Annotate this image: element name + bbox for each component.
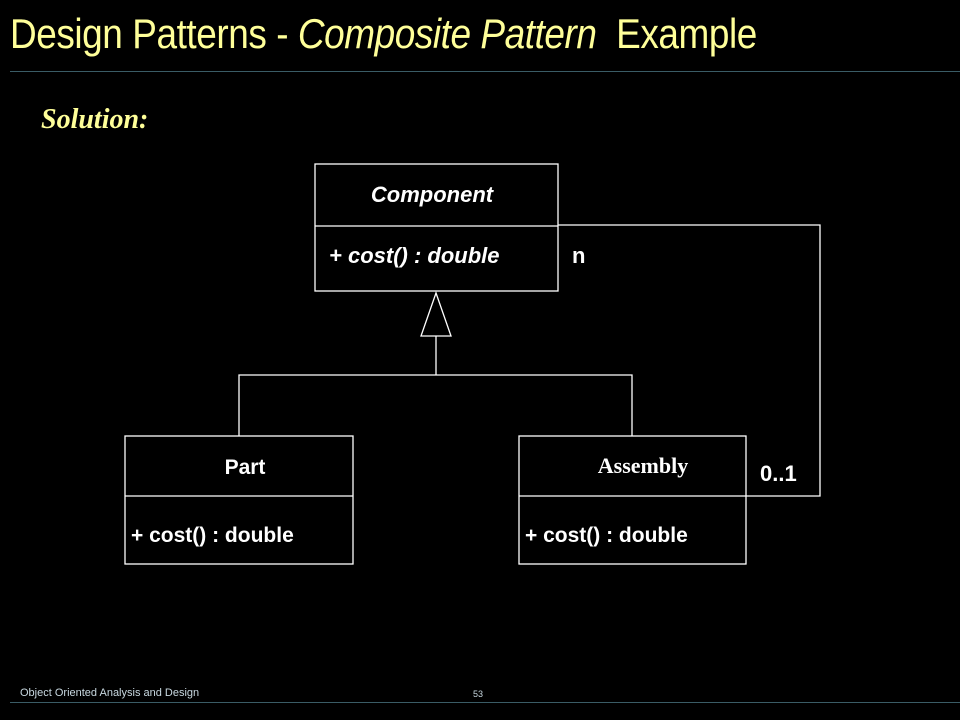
- part-class-name: Part: [225, 456, 266, 479]
- multiplicity-n: n: [572, 243, 585, 268]
- inheritance-branch: [238, 374, 633, 436]
- aggregation-line: [558, 224, 821, 497]
- component-method: + cost() : double: [329, 243, 500, 268]
- assembly-method: + cost() : double: [525, 524, 688, 547]
- part-method: + cost() : double: [131, 524, 294, 547]
- component-class-box: [314, 163, 559, 292]
- inheritance-triangle: [420, 291, 452, 337]
- footer-course: Object Oriented Analysis and Design: [20, 687, 200, 699]
- title-suffix: Example: [596, 10, 757, 57]
- footer-page-number: 53: [473, 689, 484, 699]
- multiplicity-0-1: 0..1: [760, 461, 797, 486]
- component-class-name: Component: [371, 182, 495, 207]
- title-divider: [10, 71, 960, 72]
- solution-label: Solution:: [41, 104, 149, 135]
- slide-title: Design Patterns - Composite Pattern Exam…: [10, 10, 757, 58]
- assembly-class-name: Assembly: [598, 453, 688, 478]
- footer-divider: [10, 702, 960, 703]
- title-prefix: Design Patterns -: [10, 10, 298, 57]
- title-emphasis: Composite Pattern: [297, 10, 597, 57]
